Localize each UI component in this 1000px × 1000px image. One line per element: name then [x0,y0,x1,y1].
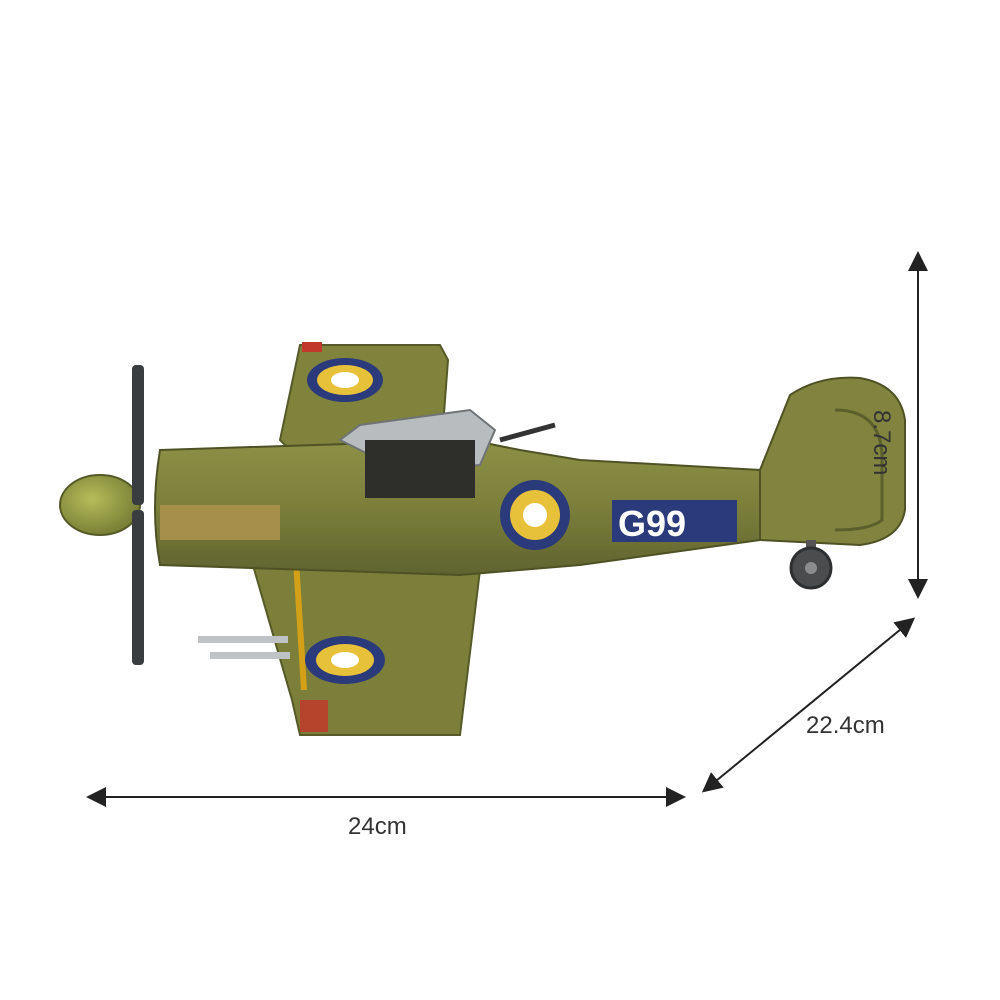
wing-cannon-1 [198,636,288,643]
nose-spinner [59,474,141,536]
height-label: 8.7cm [868,410,895,476]
tail-code: G99 [618,503,686,544]
wing-tip-red-lower [300,700,328,732]
propeller-blade-bottom [132,510,144,665]
wing-tip-red [302,342,322,352]
roundel-lower-wing [305,636,385,684]
fuselage [154,438,761,577]
roundel-upper-wing [307,358,383,402]
rear-gun [499,422,556,443]
wing-stripe-yellow [293,559,307,691]
depth-dimension-line [701,617,916,793]
wing-cannon-2 [210,652,290,659]
cockpit-opening [365,440,475,498]
width-label: 24cm [348,813,407,840]
propeller-blade-top [132,365,144,505]
roundel-fuselage [500,480,570,550]
depth-label: 22.4cm [806,712,885,739]
tail-code-panel [612,500,737,542]
engine-cowl-brass [160,505,280,540]
